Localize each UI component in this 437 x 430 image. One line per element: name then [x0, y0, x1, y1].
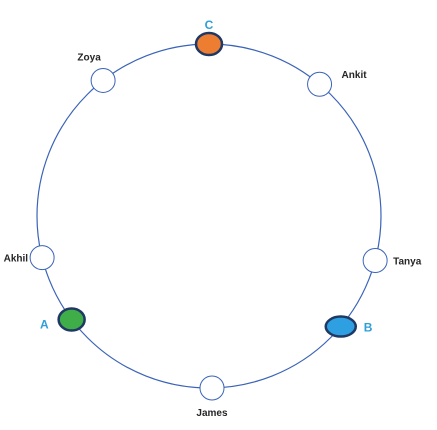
- marker-label-b: B: [364, 321, 373, 335]
- marker-a: [57, 307, 86, 332]
- seat-label-akhil: Akhil: [4, 254, 29, 265]
- marker-label-a: A: [40, 318, 49, 332]
- markers-layer: C B A: [40, 18, 373, 338]
- seat-zoya: [90, 67, 116, 93]
- seat-label-ankit: Ankit: [342, 70, 368, 81]
- seating-ring: [36, 43, 382, 389]
- seat-ankit: [307, 71, 333, 97]
- seat-label-james: James: [196, 408, 228, 419]
- seat-label-zoya: Zoya: [77, 52, 101, 63]
- seat-label-tanya: Tanya: [393, 257, 422, 268]
- seat-james: [199, 375, 225, 401]
- marker-b: [324, 315, 358, 338]
- marker-label-c: C: [205, 18, 214, 32]
- marker-c: [194, 31, 224, 57]
- seat-akhil: [29, 245, 55, 271]
- seat-tanya: [362, 248, 388, 274]
